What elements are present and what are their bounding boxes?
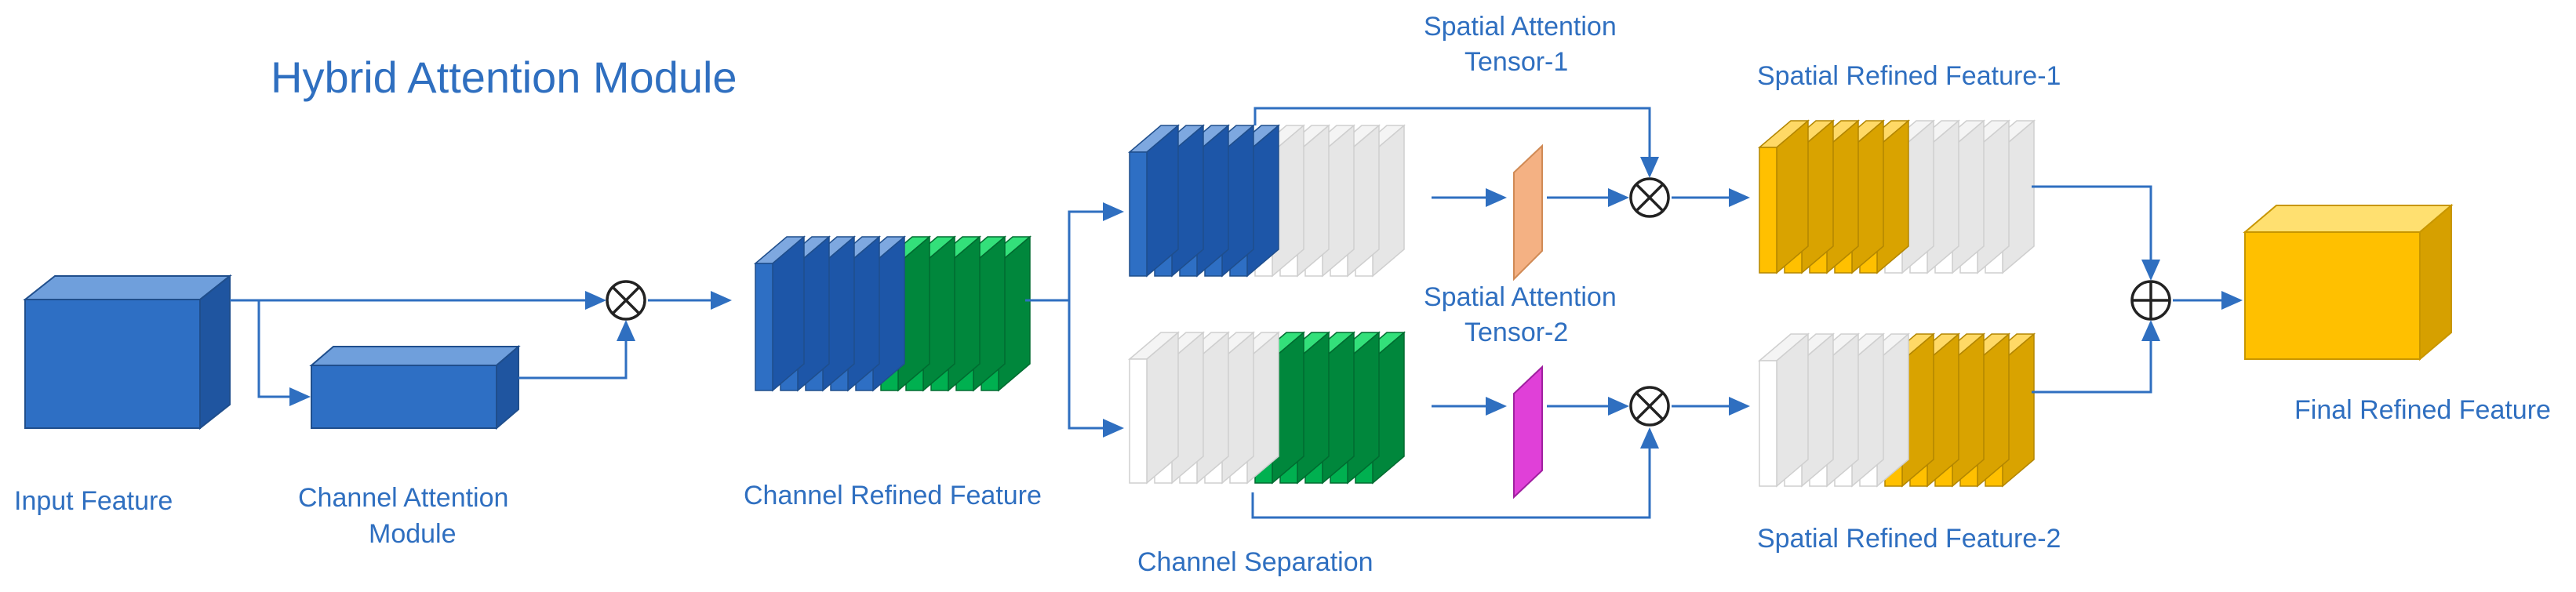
add-operator <box>2130 280 2171 321</box>
final-refined-cube <box>2243 203 2454 361</box>
channel-refined-slice-1 <box>753 235 806 392</box>
upper-slice-1 <box>1127 124 1181 278</box>
label-spatial-tensor1-1: Spatial Attention <box>1424 12 1617 42</box>
spatial-attention-tensor-1 <box>1513 143 1543 281</box>
multiply-operator-2 <box>1629 177 1670 218</box>
label-channel-refined: Channel Refined Feature <box>744 481 1042 510</box>
label-input-feature: Input Feature <box>14 486 173 516</box>
input-feature-cube <box>23 274 232 430</box>
lower-slice-1 <box>1127 331 1181 485</box>
label-spatial-refined-2: Spatial Refined Feature-2 <box>1757 524 2061 554</box>
label-spatial-tensor1-2: Tensor-1 <box>1464 47 1568 77</box>
channel-refined-stack <box>753 235 1032 392</box>
multiply-operator-3 <box>1629 386 1670 427</box>
label-channel-attention-2: Module <box>369 519 457 549</box>
spatial-attention-tensor-2 <box>1513 365 1543 499</box>
label-spatial-refined-1: Spatial Refined Feature-1 <box>1757 61 2061 91</box>
lower-separated-stack <box>1127 331 1406 485</box>
label-spatial-tensor2-2: Tensor-2 <box>1464 318 1568 347</box>
spatial-refined-2-slice-1 <box>1757 332 1810 488</box>
upper-separated-stack <box>1127 124 1406 278</box>
channel-attention-cube <box>309 344 521 430</box>
diagram-title: Hybrid Attention Module <box>271 53 737 102</box>
label-final-refined: Final Refined Feature <box>2294 395 2551 425</box>
connector-arrows <box>230 107 2243 519</box>
spatial-refined-stack-1 <box>1757 119 2036 274</box>
spatial-refined-1-slice-1 <box>1757 119 1810 274</box>
label-channel-separation: Channel Separation <box>1137 547 1374 577</box>
label-spatial-tensor2-1: Spatial Attention <box>1424 282 1617 312</box>
spatial-refined-stack-2 <box>1757 332 2036 488</box>
multiply-operator-1 <box>606 280 646 321</box>
label-channel-attention-1: Channel Attention <box>298 483 508 513</box>
